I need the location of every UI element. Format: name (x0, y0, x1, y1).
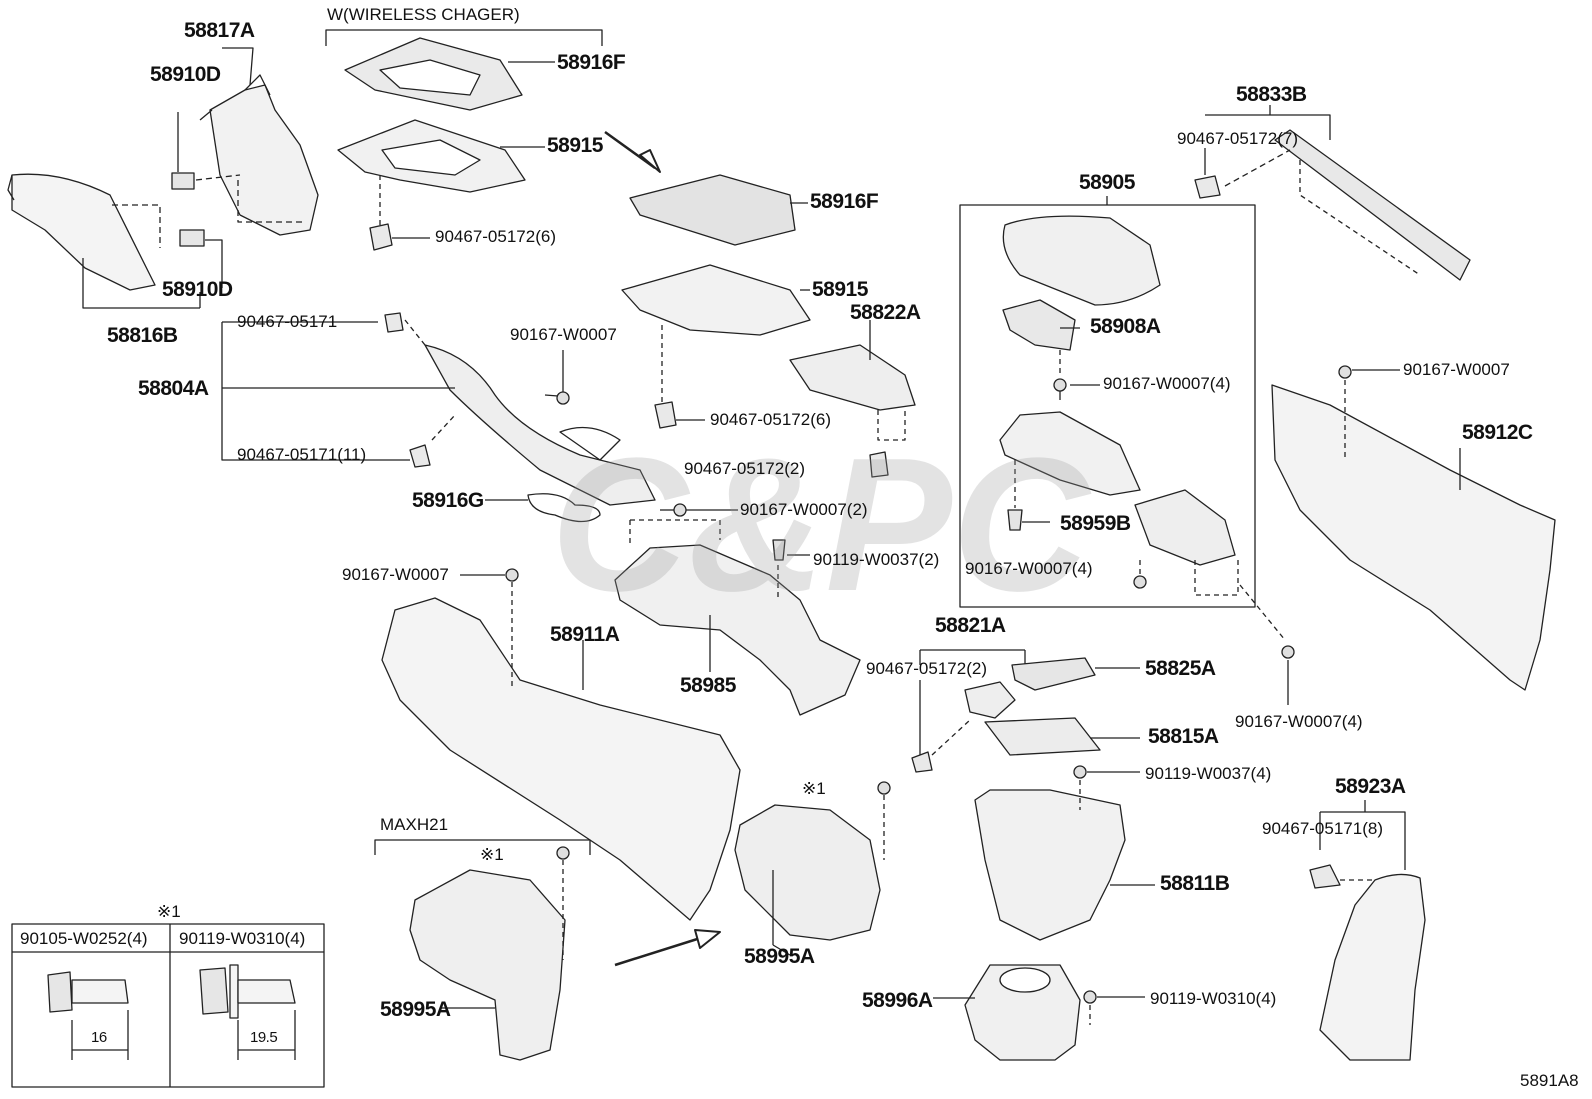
part-58916g (527, 493, 601, 523)
part-label: 90167-W0007(2) (740, 500, 868, 519)
wireless-group-label: W(WIRELESS CHAGER) (327, 5, 520, 24)
part-58825a (1011, 657, 1096, 691)
clip-90467-top (369, 223, 393, 251)
part-label: 90167-W0007(4) (965, 559, 1093, 578)
maxh21-bracket (374, 839, 591, 855)
part-label: 58911A (550, 623, 620, 646)
part-58817a-shape (209, 84, 319, 236)
part-58816b-shape (11, 173, 156, 291)
part-58804a (424, 344, 656, 506)
part-58959b-tray (999, 411, 1141, 496)
part-label: 58910D (150, 63, 221, 86)
part-label: 58815A (1148, 725, 1219, 748)
part-label: 90467-05171 (237, 312, 338, 331)
part-label: 90167-W0007(4) (1235, 712, 1363, 731)
part-58915-mid (621, 264, 811, 336)
part-label: 90467-05172(6) (710, 410, 831, 429)
part-label: 58995A (744, 945, 815, 968)
part-58995a-center (734, 804, 881, 941)
part-label: 90467-05172(2) (866, 659, 987, 678)
part-label: 58811B (1160, 872, 1230, 895)
part-label: 90119-W0037(2) (813, 550, 940, 569)
part-58985 (614, 544, 861, 716)
watermark-text: C&PC (551, 419, 1092, 631)
part-58996a (964, 964, 1081, 1061)
variant-label: MAXH21 (380, 815, 449, 834)
part-label: 90167-W0007(4) (1103, 374, 1231, 393)
clip-58910d-bottom (179, 229, 205, 247)
part-58923a (1319, 873, 1426, 1061)
part-label: 58985 (680, 674, 736, 697)
reference-mark: ※1 (802, 779, 826, 798)
clip-90467-05171-8 (1309, 864, 1341, 889)
part-label: 58910D (162, 278, 233, 301)
part-label: 58916F (557, 51, 626, 74)
part-label: 90119-W0037(4) (1145, 764, 1272, 783)
part-label: 90167-W0007 (1403, 360, 1510, 379)
figure-code: 5891A8 (1520, 1071, 1579, 1090)
part-label: 58916F (810, 190, 879, 213)
part-label: 90167-W0007 (510, 325, 617, 344)
part-label: 58912C (1462, 421, 1533, 444)
part-label: 58915 (812, 278, 868, 301)
part-58908a (1002, 299, 1076, 351)
legend-dim1: 16 (91, 1029, 107, 1046)
part-label: 90467-05172(6) (435, 227, 556, 246)
part-label: 58825A (1145, 657, 1216, 680)
part-label: 58821A (935, 614, 1006, 637)
part-label: 90467-05171(8) (1262, 819, 1383, 838)
part-label: 58915 (547, 134, 603, 157)
part-label: 90467-05171(11) (237, 445, 367, 464)
part-58905-lid (1002, 215, 1161, 306)
legend-col1: 90105-W0252(4) (20, 929, 148, 948)
part-58916f-mid (629, 174, 796, 246)
clip-58910d-top (171, 172, 195, 190)
part-label: 90467-05172(2) (684, 459, 805, 478)
reference-mark: ※1 (480, 845, 504, 864)
part-label: 58804A (138, 377, 209, 400)
clip-90467-7 (1194, 175, 1221, 199)
wireless-group-bracket (325, 29, 603, 46)
part-label: 58995A (380, 998, 451, 1021)
fastener-legend-table (11, 923, 325, 1088)
part-58912c (1271, 384, 1556, 691)
part-58815a (984, 717, 1101, 756)
part-label: 58817A (184, 19, 255, 42)
clip-90467-2 (869, 451, 889, 478)
legend-dim2: 19.5 (250, 1029, 278, 1046)
part-label: 90467-05172(7) (1177, 129, 1298, 148)
part-label: 90119-W0310(4) (1150, 989, 1277, 1008)
legend-col2: 90119-W0310(4) (179, 929, 306, 948)
part-label: 58816B (107, 324, 178, 347)
part-58822a (789, 344, 916, 411)
part-label: 58959B (1060, 512, 1131, 535)
legend-title: ※1 (157, 902, 181, 921)
part-58833b (1274, 129, 1471, 281)
part-58911a (381, 597, 741, 921)
part-58995a-left (409, 869, 566, 1061)
part-label: 58905 (1079, 171, 1135, 194)
part-hinge (1134, 489, 1236, 566)
part-label: 58923A (1335, 775, 1406, 798)
part-label: 58908A (1090, 315, 1161, 338)
part-label: 58833B (1236, 83, 1307, 106)
clip-90467-mid (654, 401, 677, 429)
part-58811b (974, 789, 1126, 941)
clip-90467-05171 (384, 312, 404, 333)
part-58821a (964, 681, 1016, 719)
part-label: 58822A (850, 301, 921, 324)
part-label: 58916G (412, 489, 484, 512)
part-label: 58996A (862, 989, 933, 1012)
part-label: 90167-W0007 (342, 565, 449, 584)
